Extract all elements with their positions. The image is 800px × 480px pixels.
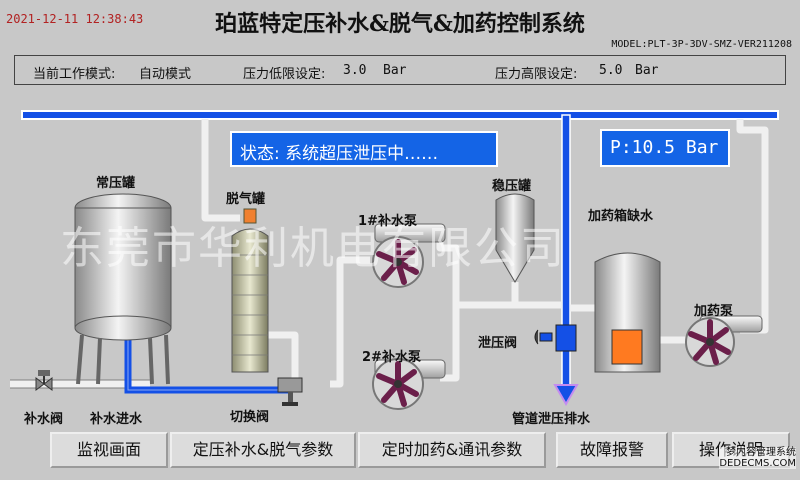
low-limit-unit: Bar [383, 63, 407, 78]
mode-value[interactable]: 自动模式 [139, 67, 192, 82]
watermark-badge: 梦内容管理系统 DEDECMS.COM [719, 447, 796, 469]
degas-tank-label: 脱气罐 [226, 192, 266, 207]
degas-tank [231, 208, 269, 373]
drain-arrow-icon [553, 384, 579, 406]
page-title: 珀蓝特定压补水&脱气&加药控制系统 [215, 11, 585, 37]
chemical-level-indicator [611, 329, 643, 365]
stab-tank-label: 稳压罐 [492, 179, 532, 194]
makeup-in-label: 补水进水 [90, 412, 143, 427]
pressure-tank-label: 常压罐 [96, 176, 136, 191]
pump2-label: 2#补水泵 [362, 350, 421, 365]
low-limit-value[interactable]: 3.0 [343, 63, 367, 78]
pump1-label: 1#补水泵 [358, 214, 417, 229]
pump-2 [372, 358, 446, 410]
high-limit-label: 压力高限设定: [495, 67, 578, 82]
makeup-valve-label: 补水阀 [24, 412, 64, 427]
model-label: MODEL:PLT-3P-3DV-SMZ-VER211208 [611, 39, 792, 50]
nav-monitor-button[interactable]: 监视画面 [50, 432, 168, 468]
high-limit-value[interactable]: 5.0 [599, 63, 623, 78]
badge-line-1: 梦内容管理系统 [726, 447, 796, 458]
pump-1 [372, 223, 446, 288]
high-limit-unit: Bar [635, 63, 659, 78]
chemical-tank [594, 252, 661, 373]
status-display: 状态: 系统超压泄压中…… [230, 131, 498, 167]
chem-low-label: 加药箱缺水 [588, 209, 654, 224]
relief-valve-icon [534, 324, 577, 352]
main-header-pipe [21, 110, 779, 120]
mode-label: 当前工作模式: [33, 67, 116, 82]
chemical-pump [685, 315, 763, 367]
drain-label: 管道泄压排水 [512, 412, 591, 427]
pressure-tank [74, 193, 172, 385]
pressure-display: P:10.5 Bar [600, 129, 730, 167]
nav-chem-params-button[interactable]: 定时加药&通讯参数 [358, 432, 546, 468]
settings-bar: 当前工作模式: 自动模式 压力低限设定: 3.0 Bar 压力高限设定: 5.0… [14, 55, 786, 85]
stabilizer-tank [495, 193, 535, 283]
low-limit-label: 压力低限设定: [243, 67, 326, 82]
relief-valve-label: 泄压阀 [478, 336, 518, 351]
nav-makeup-params-button[interactable]: 定压补水&脱气参数 [170, 432, 356, 468]
datetime: 2021-12-11 12:38:43 [6, 12, 144, 26]
watermark: 东莞市华利机电有限公司 [60, 223, 566, 274]
makeup-valve-icon [35, 370, 53, 391]
chem-pump-label: 加药泵 [694, 304, 734, 319]
badge-line-2: DEDECMS.COM [719, 458, 796, 469]
switch-valve-label: 切换阀 [230, 410, 270, 425]
nav-fault-button[interactable]: 故障报警 [556, 432, 668, 468]
switch-valve-icon [277, 377, 303, 406]
